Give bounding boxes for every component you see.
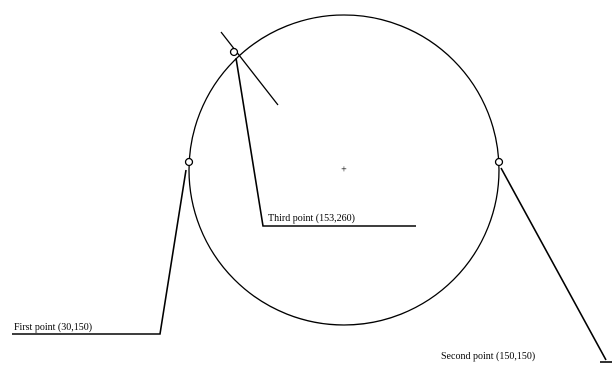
- third-point-marker: [229, 47, 239, 57]
- third-point-leader: [235, 57, 416, 227]
- third-point-label: Third point (153,260): [268, 213, 355, 224]
- second-point-marker: [494, 157, 504, 167]
- center-mark: +: [341, 164, 347, 175]
- first-point-label: First point (30,150): [14, 322, 92, 333]
- first-point-leader: [12, 169, 187, 335]
- construction-line: [220, 31, 279, 106]
- second-point-leader: [500, 167, 607, 361]
- circle-outline: [188, 14, 500, 326]
- second-point-label: Second point (150,150): [441, 351, 535, 362]
- first-point-marker: [184, 157, 194, 167]
